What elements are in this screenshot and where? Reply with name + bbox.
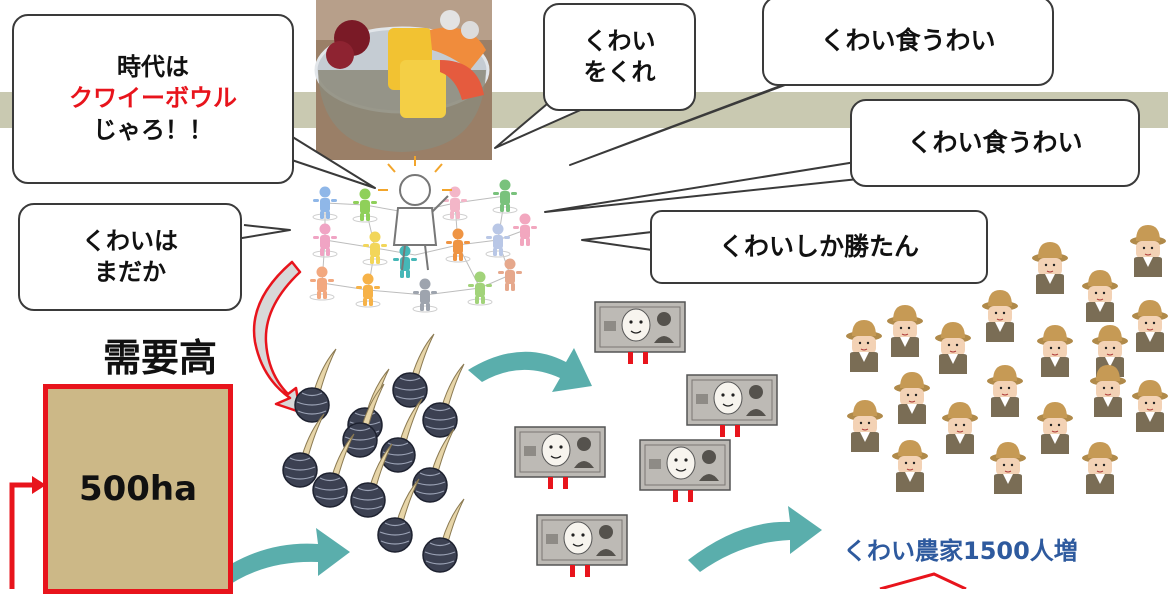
teal-arrow-icons: [210, 348, 822, 589]
demand-label: 需要高: [103, 336, 218, 380]
bubble-era-line2: クワイーボウル: [69, 84, 237, 113]
people-network-icon: [309, 156, 537, 313]
bubble-eat-2-text: くわい食うわい: [907, 127, 1083, 157]
speech-bubble-win: くわいしか勝たん: [650, 210, 988, 284]
red-bracket: [879, 572, 967, 589]
speech-bubble-era: 時代は クワイーボウル じゃろ！！: [12, 14, 294, 184]
bubble-give-line2: をくれ: [583, 58, 656, 86]
area-box: 500ha: [43, 384, 233, 594]
farmer-increase-caption: くわい農家1500人増: [843, 537, 1078, 565]
bubble-era-line1: 時代は: [117, 53, 189, 82]
bubble-eat-1-text: くわい食うわい: [820, 25, 996, 55]
curved-arrow-icon: [252, 260, 302, 414]
bubble-win-text: くわいしか勝たん: [718, 231, 919, 261]
bubble-wait-line1: くわいは: [82, 226, 178, 255]
speech-bubble-eat-1: くわい食うわい: [762, 0, 1054, 86]
speech-bubble-wait: くわいは まだか: [18, 203, 242, 311]
bubble-wait-line2: まだか: [94, 258, 166, 286]
bubble-era-line3: じゃろ！！: [93, 115, 213, 144]
kuwai-tuber-icon: [282, 333, 465, 573]
speech-bubble-give: くわい をくれ: [543, 3, 696, 111]
fruit-bowl-photo: [314, 0, 492, 160]
speech-bubble-eat-2: くわい食うわい: [850, 99, 1140, 187]
area-label: 500ha: [78, 469, 198, 509]
bubble-give-line1: くわい: [583, 26, 656, 55]
red-connector-arrow: [9, 476, 46, 589]
